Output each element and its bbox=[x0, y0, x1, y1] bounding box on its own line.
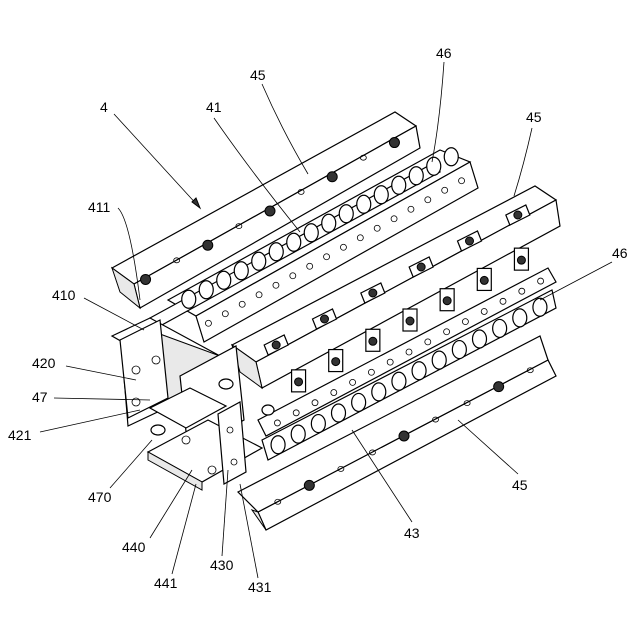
bolt-icon bbox=[272, 341, 280, 349]
label-41: 41 bbox=[206, 99, 222, 115]
roller-mark bbox=[322, 214, 336, 232]
bolt-icon bbox=[265, 206, 275, 216]
label-410: 410 bbox=[52, 287, 76, 303]
bolt-icon bbox=[295, 378, 303, 386]
bolt-icon bbox=[327, 172, 337, 182]
roller-mark bbox=[339, 205, 353, 223]
label-46-right: 46 bbox=[612, 245, 628, 261]
roller-mark bbox=[287, 233, 301, 251]
bolt-icon bbox=[494, 382, 504, 392]
bolt-icon bbox=[332, 358, 340, 366]
roller-mark bbox=[311, 415, 325, 433]
label-45-right-top: 45 bbox=[526, 109, 542, 125]
roller-mark bbox=[392, 372, 406, 390]
roller-mark bbox=[271, 436, 285, 454]
bolt-icon bbox=[406, 317, 414, 325]
label-441: 441 bbox=[154, 575, 178, 591]
bolt-icon bbox=[141, 274, 151, 284]
roller-mark bbox=[291, 425, 305, 443]
roller-mark bbox=[352, 393, 366, 411]
roller-mark bbox=[427, 157, 441, 175]
roller-mark bbox=[409, 167, 423, 185]
label-440: 440 bbox=[122, 539, 146, 555]
bolt-icon bbox=[480, 276, 488, 284]
bolt-icon bbox=[369, 289, 377, 297]
bolt-icon bbox=[399, 431, 409, 441]
roller-mark bbox=[252, 252, 266, 270]
roller-mark bbox=[493, 319, 507, 337]
bolt-icon bbox=[417, 263, 425, 271]
roller-mark bbox=[234, 262, 248, 280]
roller-mark bbox=[199, 281, 213, 299]
bolt-icon bbox=[514, 211, 522, 219]
label-45-bottom: 45 bbox=[512, 477, 528, 493]
roller-mark bbox=[374, 186, 388, 204]
roller-mark bbox=[332, 404, 346, 422]
roller-mark bbox=[452, 341, 466, 359]
roller-mark bbox=[304, 224, 318, 242]
roller-mark bbox=[217, 271, 231, 289]
roller-mark bbox=[533, 298, 547, 316]
label-421: 421 bbox=[8, 427, 32, 443]
label-431: 431 bbox=[248, 579, 272, 595]
bolt-icon bbox=[466, 237, 474, 245]
bolt-icon bbox=[321, 315, 329, 323]
label-420: 420 bbox=[32, 355, 56, 371]
label-45-top: 45 bbox=[250, 67, 266, 83]
roller-mark bbox=[444, 148, 458, 166]
bolt-icon bbox=[203, 240, 213, 250]
roller-mark bbox=[269, 243, 283, 261]
roller-mark bbox=[412, 362, 426, 380]
bolt-icon bbox=[304, 480, 314, 490]
roller-mark bbox=[432, 351, 446, 369]
roller-mark bbox=[473, 330, 487, 348]
label-411: 411 bbox=[88, 199, 111, 215]
roller-mark bbox=[372, 383, 386, 401]
bolt-icon bbox=[517, 256, 525, 264]
roller-mark bbox=[182, 290, 196, 308]
bolt-icon bbox=[369, 337, 377, 345]
roller-mark bbox=[392, 176, 406, 194]
label-46-top: 46 bbox=[436, 45, 452, 61]
label-4: 4 bbox=[100, 99, 108, 115]
label-43: 43 bbox=[404, 525, 420, 541]
label-47: 47 bbox=[32, 389, 48, 405]
bolt-icon bbox=[389, 138, 399, 148]
bolt-icon bbox=[443, 297, 451, 305]
roller-mark bbox=[357, 195, 371, 213]
roller-mark bbox=[513, 309, 527, 327]
label-430: 430 bbox=[210, 557, 234, 573]
label-470: 470 bbox=[88, 489, 112, 505]
